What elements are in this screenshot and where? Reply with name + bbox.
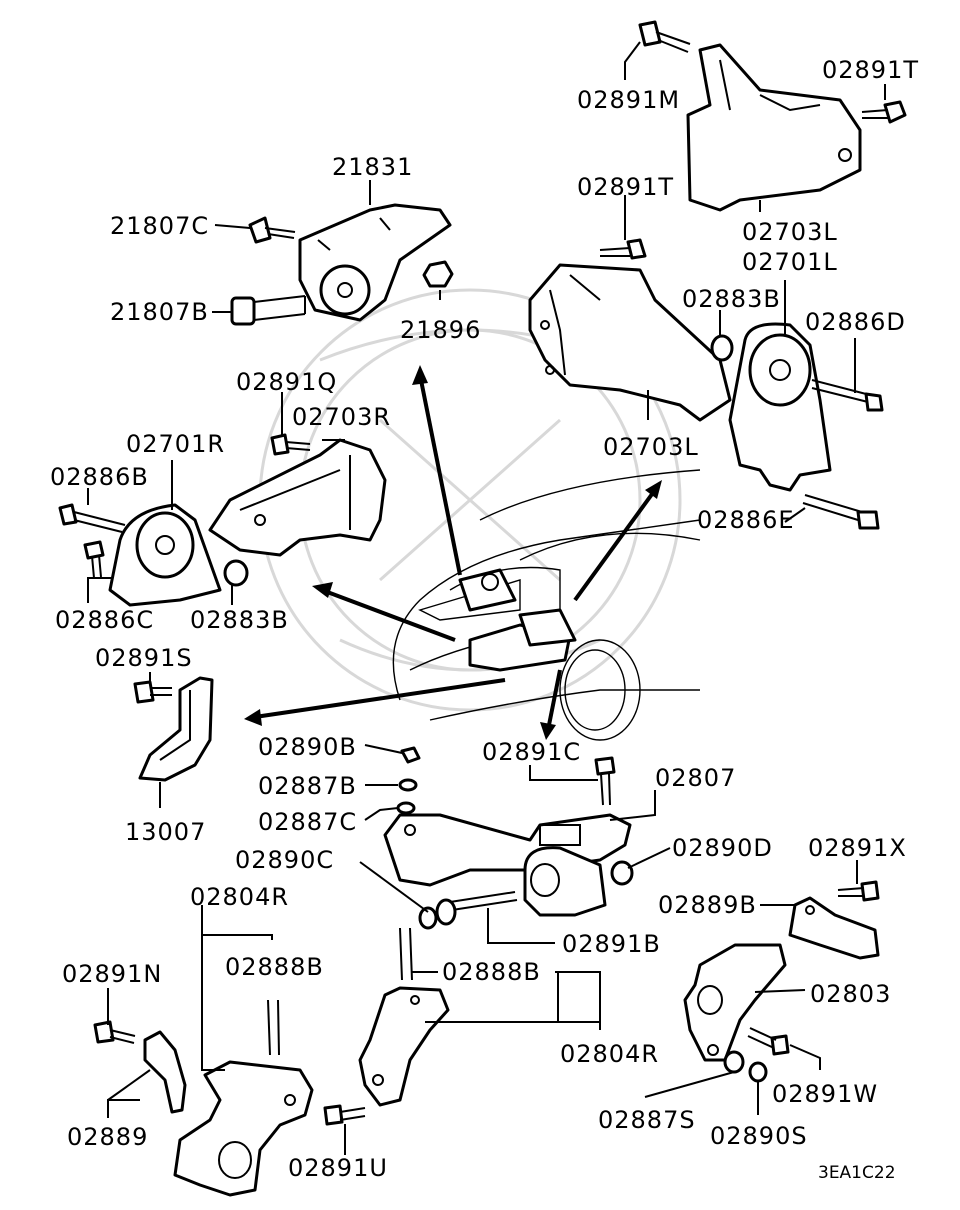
label-21831: 21831: [332, 153, 414, 181]
label-02891X: 02891X: [808, 834, 907, 862]
bolt-02891S: [133, 680, 172, 704]
label-02886B: 02886B: [50, 463, 149, 491]
label-02890C: 02890C: [235, 846, 335, 874]
label-02891M: 02891M: [577, 86, 681, 114]
nut-02890D: [610, 860, 634, 886]
part-02701R-mount: [108, 503, 222, 607]
label-02891C: 02891C: [482, 738, 582, 766]
part-21831-bracket: [298, 203, 452, 322]
label-21807C: 21807C: [110, 212, 210, 240]
label-02887C: 02887C: [258, 808, 358, 836]
nut-02890S: [748, 1061, 768, 1083]
engine-bay-mounts: [458, 568, 577, 672]
leader-lines: [87, 41, 886, 1155]
label-02891Q: 02891Q: [236, 368, 338, 396]
label-02886D: 02886D: [805, 308, 906, 336]
bolt-02886E: [802, 494, 880, 530]
part-02889-bracket: [143, 1030, 187, 1114]
part-13007-bracket: [138, 676, 214, 782]
washer-02883B-right: [710, 334, 734, 362]
label-02891B: 02891B: [562, 930, 661, 958]
figure-code: 3EA1C22: [818, 1163, 896, 1183]
bolt-02891X: [837, 880, 880, 902]
bolt-02891T-middle: [599, 238, 647, 260]
washer-stack: [396, 746, 421, 815]
part-02703R-bracket: [208, 438, 387, 557]
vehicle-outline: [392, 469, 701, 741]
bolt-02886B: [58, 503, 126, 533]
label-02703L-top: 02703L: [742, 218, 838, 246]
bolt-02891B: [418, 891, 518, 930]
bolt-02891M: [638, 20, 691, 53]
label-13007: 13007: [125, 818, 207, 846]
label-02890D: 02890D: [672, 834, 773, 862]
part-02703L-lower-bracket: [528, 263, 732, 422]
label-02891S: 02891S: [95, 644, 193, 672]
label-21896: 21896: [400, 316, 482, 344]
part-02803-bracket: [683, 943, 787, 1062]
bolt-21807C: [248, 216, 296, 244]
label-02891U: 02891U: [288, 1154, 388, 1182]
label-02701R: 02701R: [126, 430, 226, 458]
label-02703R: 02703R: [292, 403, 392, 431]
stud-02888B-left: [267, 999, 280, 1056]
bolt-02891T-upper: [861, 100, 907, 124]
stud-02888B-center: [399, 927, 413, 981]
label-02703L-mid: 02703L: [603, 433, 699, 461]
label-02807: 02807: [655, 764, 737, 792]
label-02888B-left: 02888B: [225, 953, 324, 981]
label-02891N: 02891N: [62, 960, 163, 988]
label-02891T-mid: 02891T: [577, 173, 675, 201]
bolt-02891U: [323, 1104, 366, 1126]
label-02887S: 02887S: [598, 1106, 696, 1134]
callout-arrows: [244, 365, 662, 740]
nut-02887S: [723, 1050, 745, 1074]
bolt-02891W: [747, 1027, 790, 1056]
bolt-21807B: [230, 295, 306, 326]
part-02804R-left-bracket: [173, 1060, 314, 1197]
label-02701L: 02701L: [742, 248, 838, 276]
label-02888B-mid: 02888B: [442, 958, 541, 986]
label-02890S: 02890S: [710, 1122, 808, 1150]
part-02701L-mount: [728, 322, 832, 492]
label-02891T-top: 02891T: [822, 56, 920, 84]
label-02887B: 02887B: [258, 772, 357, 800]
label-02889B: 02889B: [658, 891, 757, 919]
bolt-02886D: [811, 379, 884, 412]
label-21807B: 21807B: [110, 298, 209, 326]
part-02889B-bracket: [788, 896, 880, 960]
part-02807-crossmember: [383, 813, 632, 917]
bolt-02891C: [594, 756, 616, 806]
label-02886E: 02886E: [697, 506, 795, 534]
nut-21896: [422, 260, 454, 288]
bolt-02886C: [83, 540, 105, 579]
label-02889: 02889: [67, 1123, 149, 1151]
bolt-02891Q: [270, 433, 311, 456]
label-02803: 02803: [810, 980, 892, 1008]
label-02886C: 02886C: [55, 606, 155, 634]
label-02804R-left: 02804R: [190, 883, 290, 911]
label-02883B-left: 02883B: [190, 606, 289, 634]
label-02883B-right: 02883B: [682, 285, 781, 313]
label-02891W: 02891W: [772, 1080, 879, 1108]
part-02703L-upper-bracket: [686, 43, 862, 212]
label-02890B: 02890B: [258, 733, 357, 761]
part-02804R-center-bracket: [358, 986, 450, 1107]
label-02804R-right: 02804R: [560, 1040, 660, 1068]
bolt-02891N: [93, 1020, 136, 1044]
nut-02883B-left: [223, 559, 249, 587]
